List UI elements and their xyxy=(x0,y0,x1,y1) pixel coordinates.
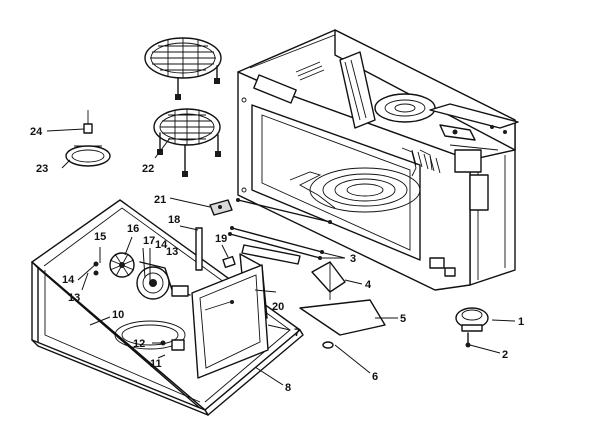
oven-cavity-assembly xyxy=(237,29,519,291)
motor-1 xyxy=(455,307,489,344)
callout-2: 2 xyxy=(502,349,508,361)
callout-1: 1 xyxy=(518,316,524,328)
callout-23: 23 xyxy=(36,163,48,175)
callout-3: 3 xyxy=(350,253,356,265)
callout-14-left: 14 xyxy=(62,274,75,286)
callout-15: 15 xyxy=(94,231,106,243)
callout-14-right: 14 xyxy=(155,239,168,251)
light-assembly xyxy=(65,110,111,167)
heater-element-3 xyxy=(228,198,332,260)
callout-8: 8 xyxy=(285,382,291,394)
callout-11: 11 xyxy=(150,358,162,370)
callout-13-right: 13 xyxy=(166,246,178,258)
callout-19: 19 xyxy=(215,233,227,245)
small-parts xyxy=(195,199,301,271)
leader-lines xyxy=(46,128,516,386)
callout-4: 4 xyxy=(365,279,372,291)
door-7 xyxy=(191,264,269,379)
callout-7: 7 xyxy=(294,327,300,339)
callout-24: 24 xyxy=(30,126,43,138)
callout-16: 16 xyxy=(127,223,139,235)
callout-17: 17 xyxy=(143,235,155,247)
callout-12: 12 xyxy=(133,338,145,350)
wire-rack-upper xyxy=(144,37,222,100)
callout-20: 20 xyxy=(272,301,284,313)
callout-6: 6 xyxy=(372,371,378,383)
side-vents xyxy=(411,149,441,174)
callout-21: 21 xyxy=(154,194,166,206)
callout-22: 22 xyxy=(142,163,154,175)
turntable-assembly xyxy=(299,261,386,349)
wire-rack-lower xyxy=(153,108,221,177)
callout-labels: 1 2 3 4 5 6 7 8 10 11 12 13 13 14 14 15 … xyxy=(30,126,524,394)
callout-18: 18 xyxy=(168,214,180,226)
callout-5: 5 xyxy=(400,313,406,325)
callout-13-left: 13 xyxy=(68,292,80,304)
callout-10: 10 xyxy=(112,309,124,321)
screw-2 xyxy=(465,342,471,348)
